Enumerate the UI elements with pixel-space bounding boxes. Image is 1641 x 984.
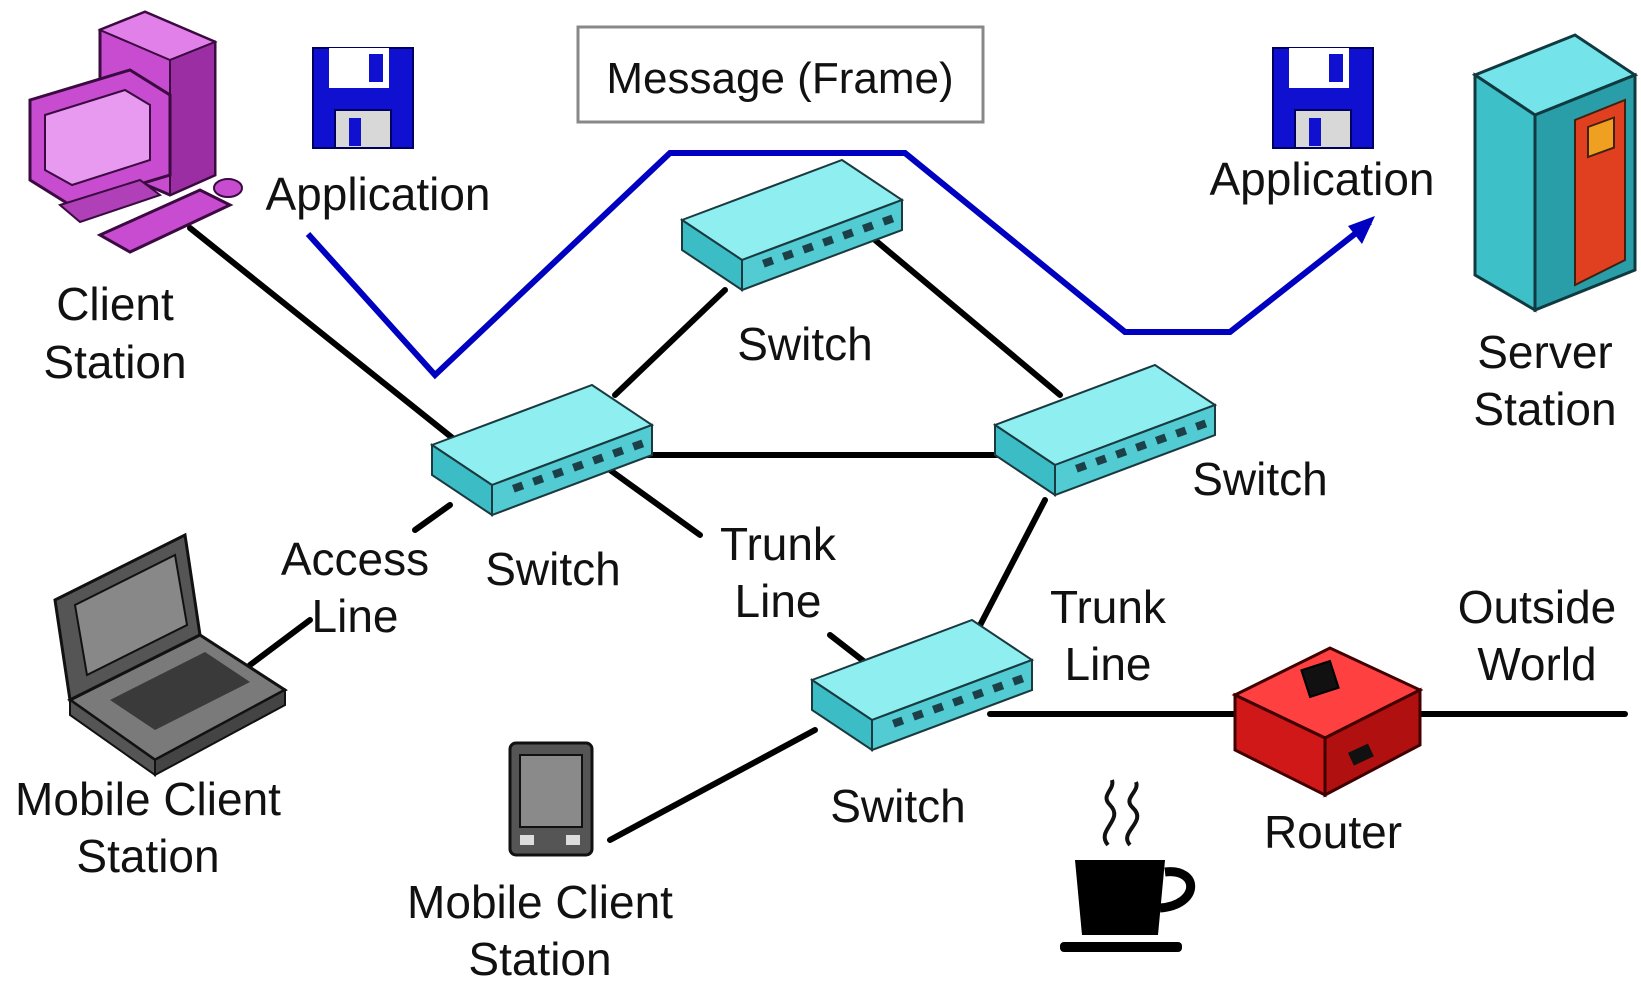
- message-path: [305, 150, 1372, 380]
- router-label: Router: [1264, 806, 1402, 858]
- router-icon: [1231, 646, 1424, 798]
- server-station-label-line2: Station: [1473, 383, 1616, 435]
- pda-icon: [508, 741, 594, 857]
- switch-icon: [681, 159, 903, 291]
- switch-bottom-label: Switch: [830, 780, 965, 832]
- client-application-label: Application: [265, 168, 490, 220]
- mobile-laptop-label-line2: Station: [76, 830, 219, 882]
- link-client-to-switch-left: [187, 225, 458, 443]
- switch-icon: [811, 619, 1033, 751]
- floppy-disk-icon: [312, 47, 414, 149]
- client-station-label-line1: Client: [56, 278, 174, 330]
- trunk-line-left-label-line2: Line: [735, 575, 822, 627]
- access-line-label-line2: Line: [312, 590, 399, 642]
- message-frame-label: Message (Frame): [606, 54, 953, 103]
- server-application-label: Application: [1209, 153, 1434, 205]
- mobile-pda-label-line1: Mobile Client: [407, 876, 673, 928]
- trunk-line-right-label-line2: Line: [1065, 638, 1152, 690]
- link-pda-to-switch-bottom: [607, 727, 818, 843]
- link-laptop-access: [247, 617, 313, 668]
- switch-top-label: Switch: [737, 318, 872, 370]
- switch-icon: [431, 384, 653, 516]
- trunk-line-right-label-line1: Trunk: [1050, 581, 1167, 633]
- server-station-label-line1: Server: [1477, 326, 1612, 378]
- link-switch-right-to-switch-bottom: [972, 497, 1048, 638]
- link-switch-left-to-switch-top: [612, 287, 728, 398]
- switch-icon: [994, 364, 1216, 496]
- laptop-icon: [53, 532, 288, 777]
- coffee-cup-icon: [1060, 779, 1196, 952]
- message-arrowhead: [1348, 216, 1375, 244]
- mobile-pda-label-line2: Station: [468, 933, 611, 984]
- mobile-laptop-label-line1: Mobile Client: [15, 773, 281, 825]
- client-station-label-line2: Station: [43, 336, 186, 388]
- link-switch-top-to-switch-right: [872, 237, 1063, 398]
- floppy-disk-icon: [1272, 47, 1374, 149]
- switch-left-label: Switch: [485, 543, 620, 595]
- access-line-label-line1: Access: [281, 533, 429, 585]
- switch-right-label: Switch: [1192, 453, 1327, 505]
- trunk-line-left-label-line1: Trunk: [720, 518, 837, 570]
- link-switch-left-access-a: [412, 502, 453, 533]
- message-frame-box: Message (Frame): [576, 25, 985, 124]
- server-tower-icon: [1471, 33, 1639, 313]
- outside-world-label-line1: Outside: [1458, 581, 1617, 633]
- link-switch-left-trunk-a: [607, 467, 703, 538]
- desktop-computer-icon: [28, 10, 243, 254]
- outside-world-label-line2: World: [1477, 638, 1596, 690]
